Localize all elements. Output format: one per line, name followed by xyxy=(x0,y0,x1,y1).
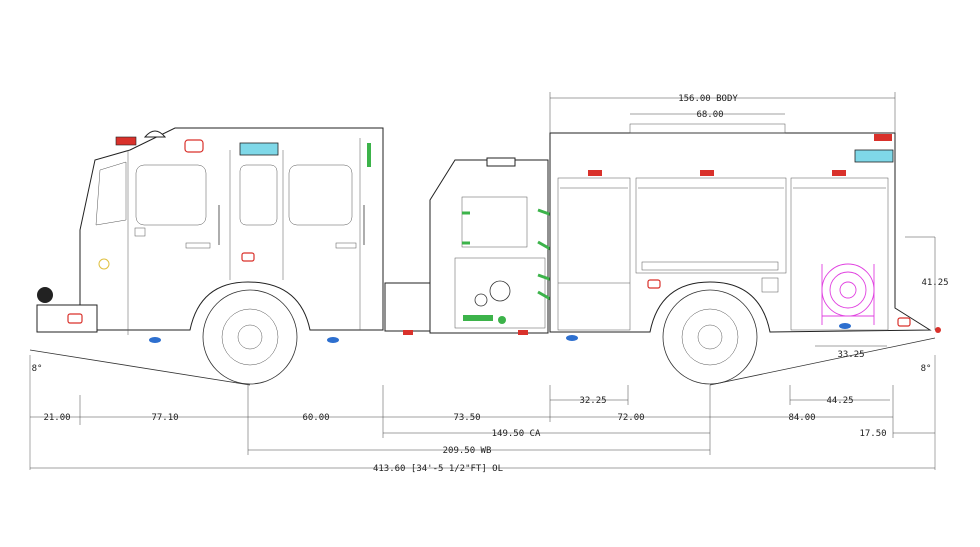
dim-front-axle: 77.10 xyxy=(151,413,178,423)
dimension-lines xyxy=(30,92,936,469)
dim-reel-width: 33.25 xyxy=(837,350,864,360)
rear-wheel xyxy=(662,289,758,385)
dim-rear-overhang: 17.50 xyxy=(859,429,886,439)
front-wheel xyxy=(202,289,298,385)
dim-rear-to-axle: 84.00 xyxy=(788,413,815,423)
dim-rear-reel-gap: 44.25 xyxy=(826,396,853,406)
dim-angle-rear: 8° xyxy=(921,364,932,374)
dim-angle-front: 8° xyxy=(32,364,43,374)
dim-cab-to-pump: 60.00 xyxy=(302,413,329,423)
pump-module xyxy=(384,157,553,335)
dim-body-mid: 72.00 xyxy=(617,413,644,423)
dim-compartment: 68.00 xyxy=(696,110,723,120)
ground-lines xyxy=(29,337,936,470)
dim-pump-section: 73.50 xyxy=(453,413,480,423)
dim-height-rear: 41.25 xyxy=(921,278,948,288)
dim-body-start-gap: 32.25 xyxy=(579,396,606,406)
apparatus-body xyxy=(549,123,941,341)
cab xyxy=(36,127,384,343)
dim-body: 156.00 BODY xyxy=(678,94,738,104)
dim-ol: 413.60 [34'-5 1/2"FT] OL xyxy=(373,464,503,474)
hose-reel-icon xyxy=(821,263,875,325)
dim-wb: 209.50 WB xyxy=(443,446,492,456)
dim-ca: 149.50 CA xyxy=(492,429,541,439)
dim-front-overhang: 21.00 xyxy=(43,413,70,423)
